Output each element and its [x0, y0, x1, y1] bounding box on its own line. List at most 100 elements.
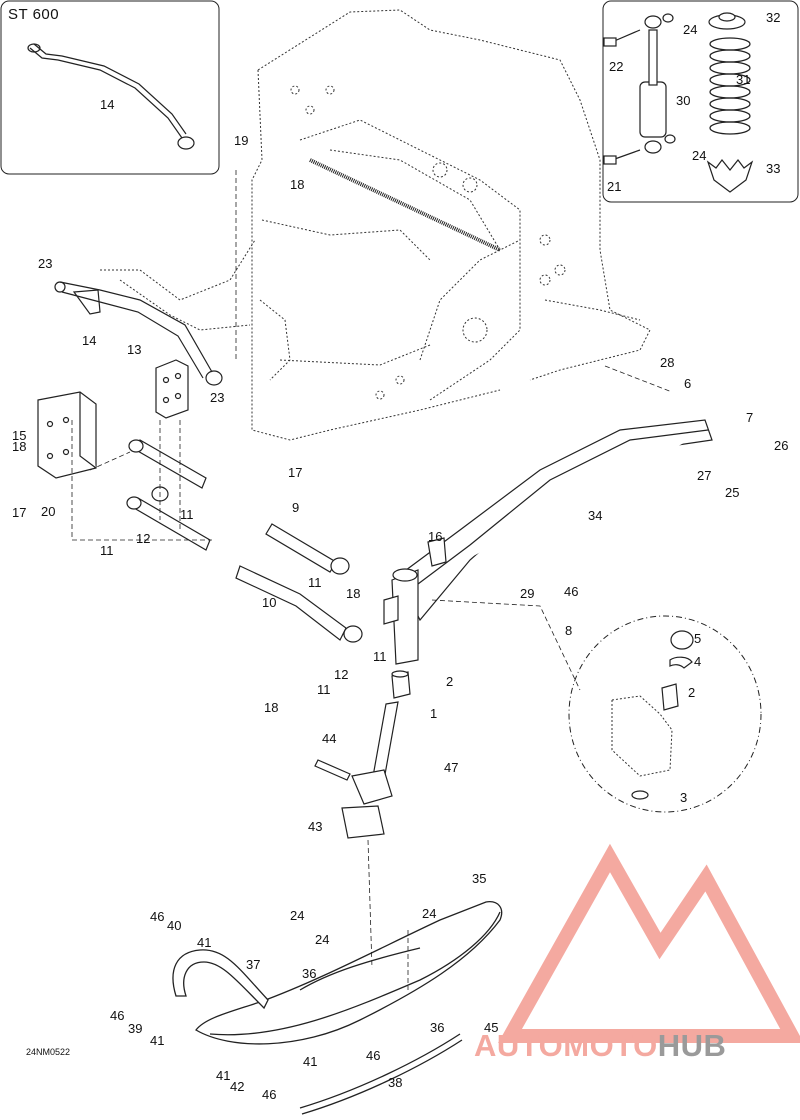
- part-16-bracket: [427, 537, 447, 567]
- part-14-bumper-rod: [54, 281, 223, 386]
- frame-rail: [309, 158, 501, 252]
- callout-20: 20: [41, 504, 55, 519]
- callout-14: 14: [100, 97, 114, 112]
- adjuster-cam-33: [706, 159, 754, 193]
- callout-17: 17: [288, 465, 302, 480]
- part-43-wear-pad: [341, 805, 385, 839]
- callout-24: 24: [315, 932, 329, 947]
- callout-1: 1: [430, 706, 437, 721]
- callout-23: 23: [38, 256, 52, 271]
- spring-31: [709, 37, 751, 135]
- callout-11: 11: [317, 682, 331, 697]
- callout-14: 14: [82, 333, 96, 348]
- frame-chassis: [100, 9, 651, 441]
- callout-24: 24: [422, 906, 436, 921]
- part-12-lower-rod: [126, 486, 211, 551]
- callout-24: 24: [290, 908, 304, 923]
- callout-18: 18: [290, 177, 304, 192]
- callout-3: 3: [680, 790, 687, 805]
- watermark-part2: HUB: [657, 1028, 727, 1063]
- callout-41: 41: [150, 1033, 164, 1048]
- part-12-upper-rod: [128, 439, 207, 489]
- callout-7: 7: [746, 410, 753, 425]
- callout-47: 47: [444, 760, 458, 775]
- callout-41: 41: [303, 1054, 317, 1069]
- callout-13: 13: [127, 342, 141, 357]
- callout-27: 27: [697, 468, 711, 483]
- callout-10: 10: [262, 595, 276, 610]
- watermark-logo-text: AUTOMOTOHUB: [474, 1028, 726, 1064]
- callout-11: 11: [180, 507, 194, 522]
- callout-12: 12: [334, 667, 348, 682]
- drawing-code: 24NM0522: [26, 1047, 71, 1057]
- callout-46: 46: [564, 584, 578, 599]
- part-14-inset-rod: [27, 43, 195, 150]
- callout-45: 45: [484, 1020, 498, 1035]
- callout-18: 18: [12, 439, 26, 454]
- callout-32: 32: [766, 10, 780, 25]
- callout-22: 22: [609, 59, 623, 74]
- callout-24: 24: [692, 148, 706, 163]
- callout-2: 2: [688, 685, 695, 700]
- inset-box-st600: [0, 0, 220, 175]
- callout-33: 33: [766, 161, 780, 176]
- part-13-bracket: [155, 359, 189, 419]
- callout-12: 12: [136, 531, 150, 546]
- part-37-handle: [172, 949, 269, 1010]
- inset-title: ST 600: [8, 6, 60, 23]
- callout-34: 34: [588, 508, 602, 523]
- callout-37: 37: [246, 957, 260, 972]
- callout-11: 11: [100, 543, 114, 558]
- leader-lines: [71, 170, 673, 990]
- callout-15: 15: [12, 428, 26, 443]
- shock-absorber-30: [603, 13, 676, 165]
- callout-18: 18: [346, 586, 360, 601]
- part-35-ski: [195, 901, 503, 1045]
- callout-16: 16: [428, 529, 442, 544]
- part-38-runner: [299, 1033, 463, 1115]
- spindle-housing: [383, 568, 419, 665]
- callout-46: 46: [366, 1048, 380, 1063]
- part-34-trailing-arm: [397, 419, 713, 622]
- callout-46: 46: [262, 1087, 276, 1102]
- callout-21: 21: [607, 179, 621, 194]
- callout-18: 18: [264, 700, 278, 715]
- callout-8: 8: [565, 623, 572, 638]
- callout-35: 35: [472, 871, 486, 886]
- callout-4: 4: [694, 654, 701, 669]
- callout-6: 6: [684, 376, 691, 391]
- detail-circle: [568, 615, 762, 813]
- callout-5: 5: [694, 631, 701, 646]
- watermark-part1: AUTOMOTO: [474, 1028, 658, 1063]
- callout-9: 9: [292, 500, 299, 515]
- callout-24: 24: [683, 22, 697, 37]
- callout-26: 26: [774, 438, 788, 453]
- part-2-bushing: [391, 670, 411, 699]
- callout-44: 44: [322, 731, 336, 746]
- callout-43: 43: [308, 819, 322, 834]
- callout-46: 46: [150, 909, 164, 924]
- callout-labels: 1223456789101111111111121213141415161717…: [12, 10, 788, 1102]
- callout-31: 31: [736, 72, 750, 87]
- callout-17: 17: [12, 505, 26, 520]
- part-10-rod: [235, 565, 363, 643]
- callout-36: 36: [430, 1020, 444, 1035]
- inset-box-shock: [602, 0, 799, 203]
- callout-41: 41: [197, 935, 211, 950]
- spring-cap-32: [708, 12, 746, 30]
- callout-25: 25: [725, 485, 739, 500]
- detail-housing: [611, 695, 673, 777]
- callout-40: 40: [167, 918, 181, 933]
- callout-38: 38: [388, 1075, 402, 1090]
- callout-39: 39: [128, 1021, 142, 1036]
- part-1-spindle: [351, 701, 399, 805]
- callout-11: 11: [308, 575, 322, 590]
- part-15-bracket: [37, 391, 97, 479]
- callout-36: 36: [302, 966, 316, 981]
- callout-42: 42: [230, 1079, 244, 1094]
- callout-30: 30: [676, 93, 690, 108]
- part-9-rod: [265, 523, 350, 575]
- callout-41: 41: [216, 1068, 230, 1083]
- callout-46: 46: [110, 1008, 124, 1023]
